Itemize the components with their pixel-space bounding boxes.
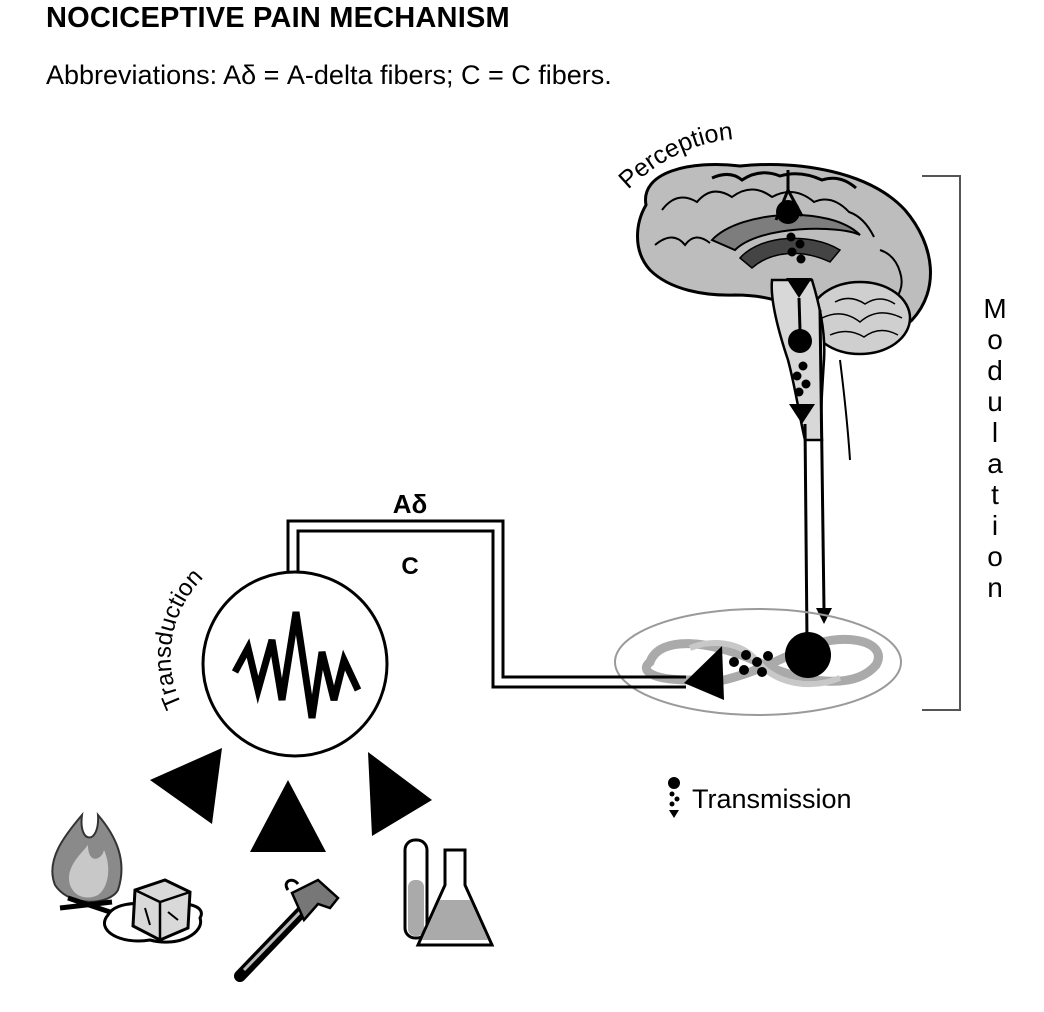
spinal-cord-section — [614, 608, 902, 716]
transmission-legend-icon — [668, 777, 680, 818]
brain-illustration — [636, 163, 932, 461]
ice-cube-icon — [103, 878, 203, 944]
transmission-legend: Transmission — [668, 777, 852, 818]
c-fiber-label: C — [401, 553, 418, 580]
transmission-label: Transmission — [692, 784, 852, 814]
fire-icon — [51, 811, 123, 915]
hammer-icon — [234, 878, 340, 982]
chemical-flask-icon — [403, 838, 495, 947]
neural-pathway — [776, 200, 832, 641]
afferent-fibers — [286, 519, 686, 689]
modulation-bracket — [922, 175, 961, 711]
transduction-label: Transduction — [150, 563, 209, 713]
page-title: NOCICEPTIVE PAIN MECHANISM — [46, 2, 510, 34]
nociceptor-receptor — [150, 570, 432, 852]
a-delta-fiber-label: Aδ — [393, 489, 428, 519]
abbreviations-note: Abbreviations: Aδ = A-delta fibers; C = … — [46, 60, 612, 90]
